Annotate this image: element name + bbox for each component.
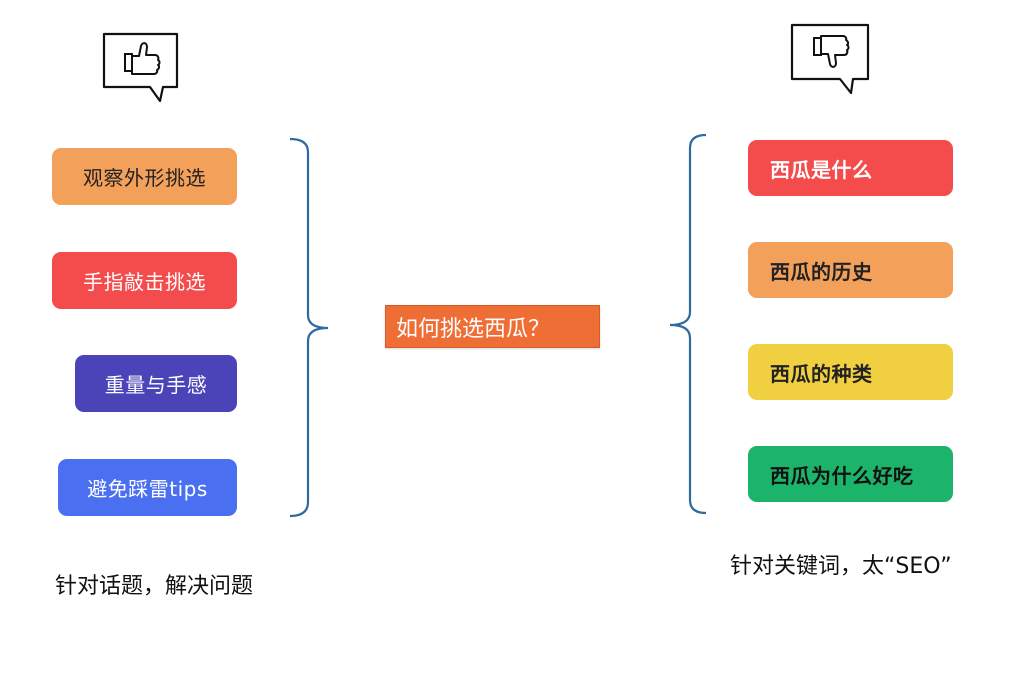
right-bracket — [669, 133, 707, 515]
left-item-tips: 避免踩雷tips — [58, 459, 237, 516]
left-item-weight: 重量与手感 — [75, 355, 237, 412]
right-item-what: 西瓜是什么 — [748, 140, 953, 196]
left-item-knock: 手指敲击挑选 — [52, 252, 237, 309]
right-caption: 针对关键词，太“SEO” — [730, 554, 952, 579]
left-bracket — [289, 137, 329, 518]
thumbs-down-icon — [790, 23, 870, 95]
thumbs-up-icon — [102, 32, 179, 103]
center-topic: 如何挑选西瓜？ — [385, 305, 600, 348]
right-item-types: 西瓜的种类 — [748, 344, 953, 400]
right-item-history: 西瓜的历史 — [748, 242, 953, 298]
left-item-appearance: 观察外形挑选 — [52, 148, 237, 205]
left-caption: 针对话题，解决问题 — [55, 574, 254, 599]
right-item-tasty: 西瓜为什么好吃 — [748, 446, 953, 502]
